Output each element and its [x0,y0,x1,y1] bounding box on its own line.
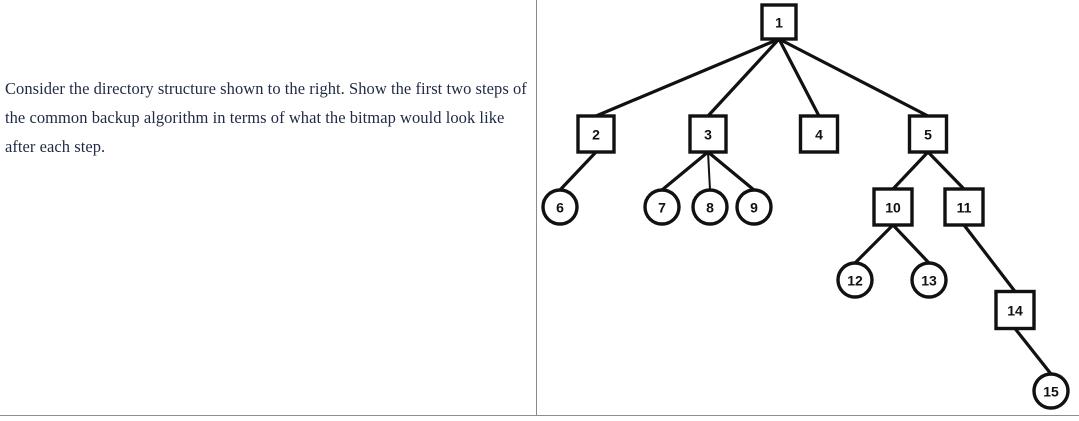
tree-node-15[interactable]: 15 [1032,372,1070,410]
tree-node-label: 12 [847,273,863,289]
tree-edge-1-3 [706,37,781,118]
directory-node-shape [907,114,949,154]
tree-edge-11-14 [962,224,1017,293]
tree-node-6[interactable]: 6 [541,188,579,226]
tree-node-label: 13 [921,273,937,289]
tree-node-label: 2 [592,127,600,143]
directory-node-shape [688,114,728,154]
file-node-shape [735,188,773,226]
tree-node-13[interactable]: 13 [910,261,948,299]
tree-node-label: 14 [1007,303,1023,319]
directory-node-shape [943,187,985,227]
tree-edge-layer [558,37,1053,375]
bottom-rule [0,415,1079,416]
tree-node-label: 8 [706,200,714,216]
tree-edge-10-12 [853,223,895,265]
tree-node-3[interactable]: 3 [688,114,728,154]
file-node-shape [691,188,729,226]
tree-edge-2-6 [558,150,598,192]
tree-node-label: 11 [957,200,972,216]
tree-node-8[interactable]: 8 [691,188,729,226]
tree-edge-14-15 [1013,327,1053,375]
tree-node-1[interactable]: 1 [760,3,798,41]
file-node-shape [1032,372,1070,410]
tree-edge-5-10 [891,150,930,191]
tree-edge-5-11 [926,150,966,191]
tree-node-5[interactable]: 5 [907,114,949,154]
tree-node-label: 6 [556,200,564,216]
tree-node-9[interactable]: 9 [735,188,773,226]
directory-node-shape [872,187,914,227]
tree-node-4[interactable]: 4 [798,114,840,154]
tree-node-label: 4 [815,127,823,143]
tree-edge-3-8 [707,151,711,191]
tree-edge-1-2 [595,37,780,118]
tree-edge-1-5 [778,37,929,118]
tree-edge-3-7 [660,150,710,192]
tree-node-7[interactable]: 7 [643,188,681,226]
tree-node-11[interactable]: 11 [943,187,985,227]
tree-node-label: 3 [704,127,712,143]
tree-node-12[interactable]: 12 [836,261,874,299]
tree-node-label: 5 [924,127,932,143]
tree-node-label: 9 [750,200,758,216]
file-node-shape [643,188,681,226]
tree-node-2[interactable]: 2 [576,114,616,154]
directory-node-shape [798,114,840,154]
file-node-shape [836,261,874,299]
tree-node-14[interactable]: 14 [994,289,1036,331]
directory-node-shape [994,289,1036,331]
tree-edge-10-13 [891,223,931,265]
pane-divider [536,0,537,415]
tree-edge-3-9 [706,150,756,192]
tree-node-label: 7 [658,200,666,216]
directory-node-shape [576,114,616,154]
tree-edge-1-4 [777,38,821,117]
file-node-shape [541,188,579,226]
tree-node-label: 10 [885,200,901,216]
file-node-shape [910,261,948,299]
tree-node-10[interactable]: 10 [872,187,914,227]
tree-node-label: 1 [775,15,783,31]
tree-node-label: 15 [1043,384,1059,400]
question-text: Consider the directory structure shown t… [5,78,527,156]
question-pane: Consider the directory structure shown t… [0,0,536,415]
directory-node-shape [760,3,798,41]
